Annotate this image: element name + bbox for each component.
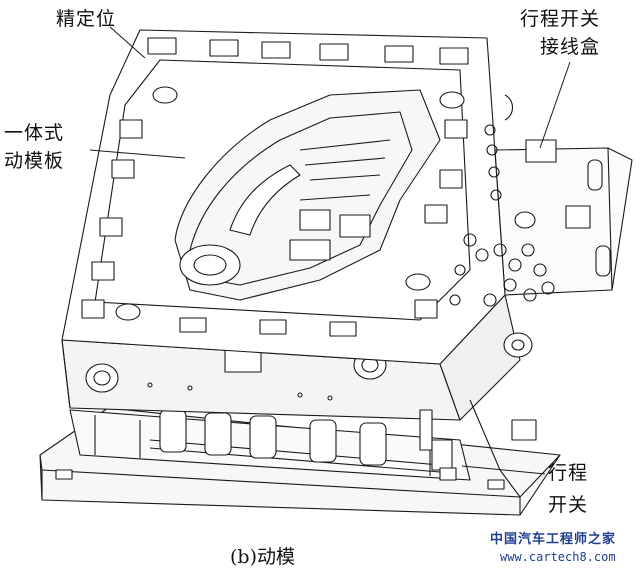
figure-caption: (b)动模	[230, 546, 295, 568]
label-limit-switch-line1: 行程	[548, 462, 589, 484]
guide-posts	[115, 86, 465, 321]
label-switch-box-line1: 行程开关	[520, 8, 601, 30]
label-limit-switch-line2: 开关	[548, 494, 589, 516]
core-insert	[174, 89, 441, 301]
label-switch-box-line2: 接线盒	[540, 36, 601, 58]
ejector-housing	[69, 409, 471, 481]
label-integrated-plate-line1: 一体式	[4, 122, 65, 144]
watermark-site-name: 中国汽车工程师之家	[490, 532, 617, 547]
water-connectors	[449, 94, 555, 358]
leader-lines	[89, 26, 571, 475]
label-integrated-plate-line2: 动模板	[4, 150, 65, 172]
mold-front-face	[61, 333, 461, 421]
watermark-url: www.cartech8.com	[500, 550, 616, 564]
label-precise-positioning: 精定位	[56, 8, 117, 30]
limit-switch	[419, 409, 457, 481]
